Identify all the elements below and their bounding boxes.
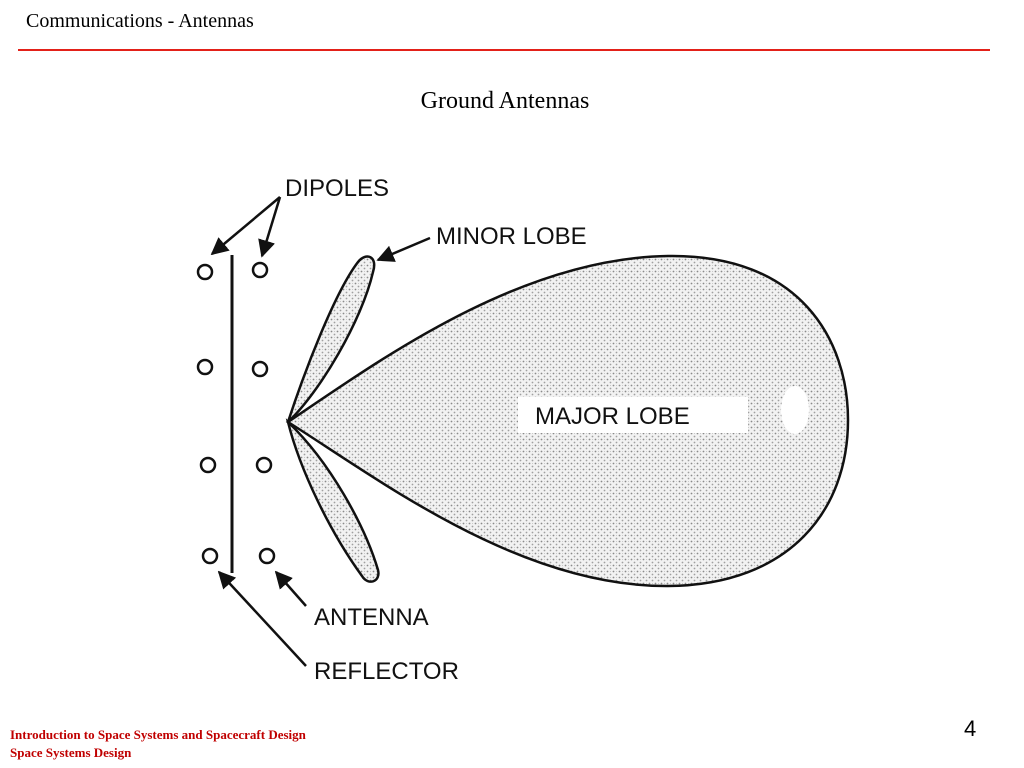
reflector-dipole — [201, 547, 219, 565]
reflector-label: REFLECTOR — [314, 658, 459, 685]
antenna-dipole — [255, 456, 273, 474]
slide-title: Ground Antennas — [420, 88, 590, 114]
dipoles-arrow-right — [258, 196, 282, 258]
minor-lobe-lower — [285, 418, 380, 583]
header-rule — [18, 49, 990, 51]
reflector-dipole — [196, 358, 214, 376]
minor-lobe-arrow — [376, 236, 431, 262]
minor-lobe-label: MINOR LOBE — [436, 223, 587, 250]
antenna-arrow — [274, 570, 307, 607]
antenna-dipole — [258, 547, 276, 565]
antenna-dipole — [251, 360, 269, 378]
page-number: 4 — [964, 716, 977, 741]
major-lobe-label-bg — [518, 397, 748, 433]
major-lobe-highlight — [781, 386, 809, 434]
dipoles-label: DIPOLES — [285, 175, 389, 202]
reflector-arrow — [217, 570, 307, 667]
antenna-label: ANTENNA — [314, 604, 429, 631]
dipoles-arrow-left — [210, 196, 281, 256]
major-lobe-label: MAJOR LOBE — [535, 403, 690, 430]
footer: Introduction to Space Systems and Spacec… — [10, 726, 306, 762]
reflector-dipole — [199, 456, 217, 474]
header-title: Communications - Antennas — [26, 10, 254, 32]
footer-course-title: Introduction to Space Systems and Spacec… — [10, 727, 306, 742]
reflector-dipole — [196, 263, 214, 281]
minor-lobe-upper — [286, 255, 376, 423]
antenna-dipole — [251, 261, 269, 279]
footer-subtitle: Space Systems Design — [10, 745, 132, 760]
